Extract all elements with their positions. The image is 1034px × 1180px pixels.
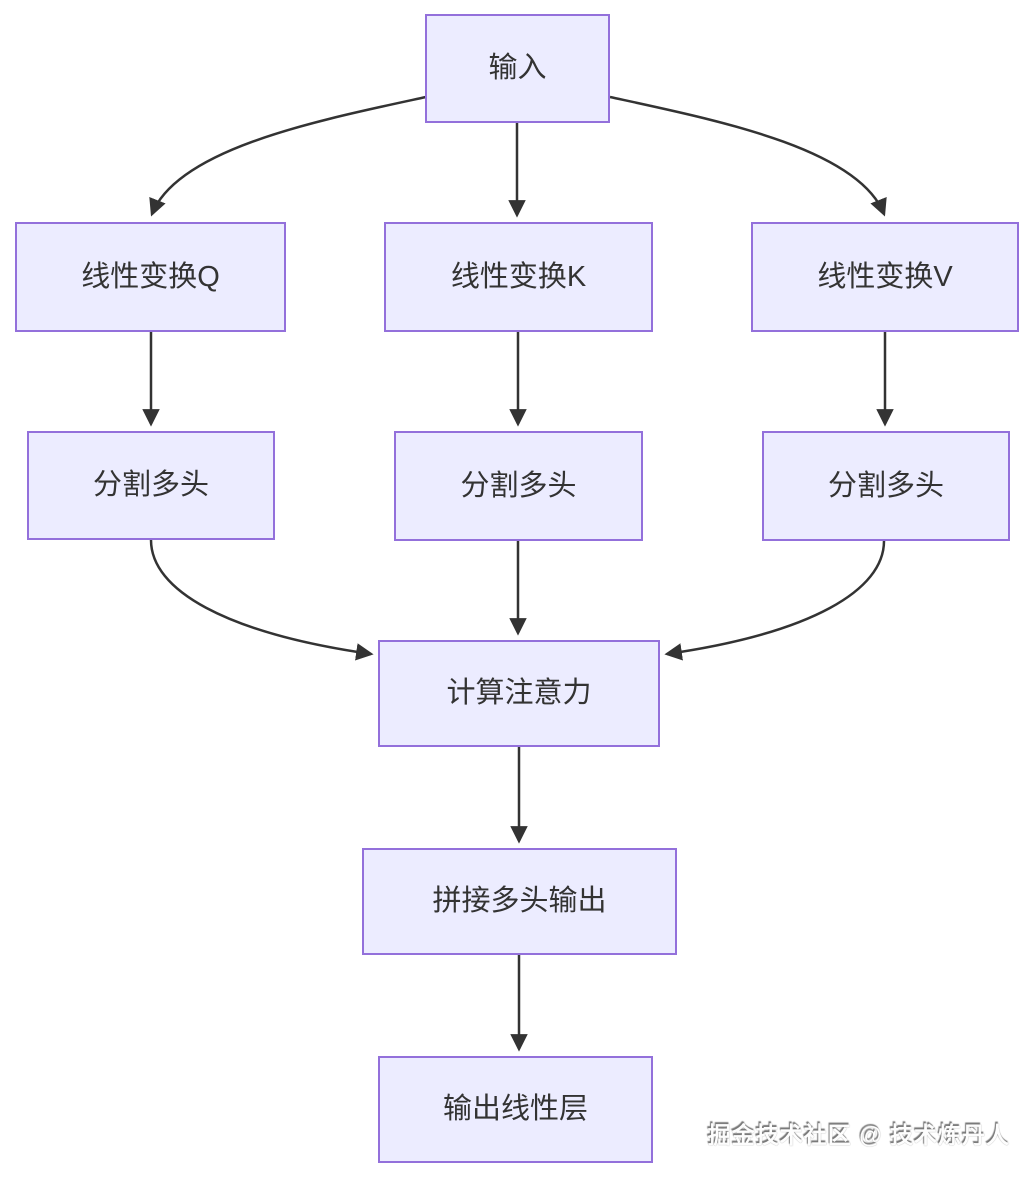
edge-input-to-linear-q: [149, 95, 427, 217]
node-split-v: 分割多头: [762, 431, 1010, 541]
watermark-text: 掘金技术社区 @ 技术炼丹人: [707, 1122, 1010, 1148]
node-split-q: 分割多头: [27, 431, 275, 540]
edge-split-v-to-attention: [664, 540, 886, 661]
node-concat: 拼接多头输出: [362, 848, 677, 955]
node-linear-q: 线性变换Q: [15, 222, 286, 332]
node-attention: 计算注意力: [378, 640, 660, 747]
node-output: 输出线性层: [378, 1056, 653, 1163]
edge-split-q-to-attention: [149, 539, 374, 661]
node-split-k: 分割多头: [394, 431, 643, 541]
node-input: 输入: [425, 14, 610, 123]
node-linear-v: 线性变换V: [751, 222, 1019, 332]
edge-input-to-linear-v: [609, 95, 887, 217]
node-linear-k: 线性变换K: [384, 222, 653, 332]
